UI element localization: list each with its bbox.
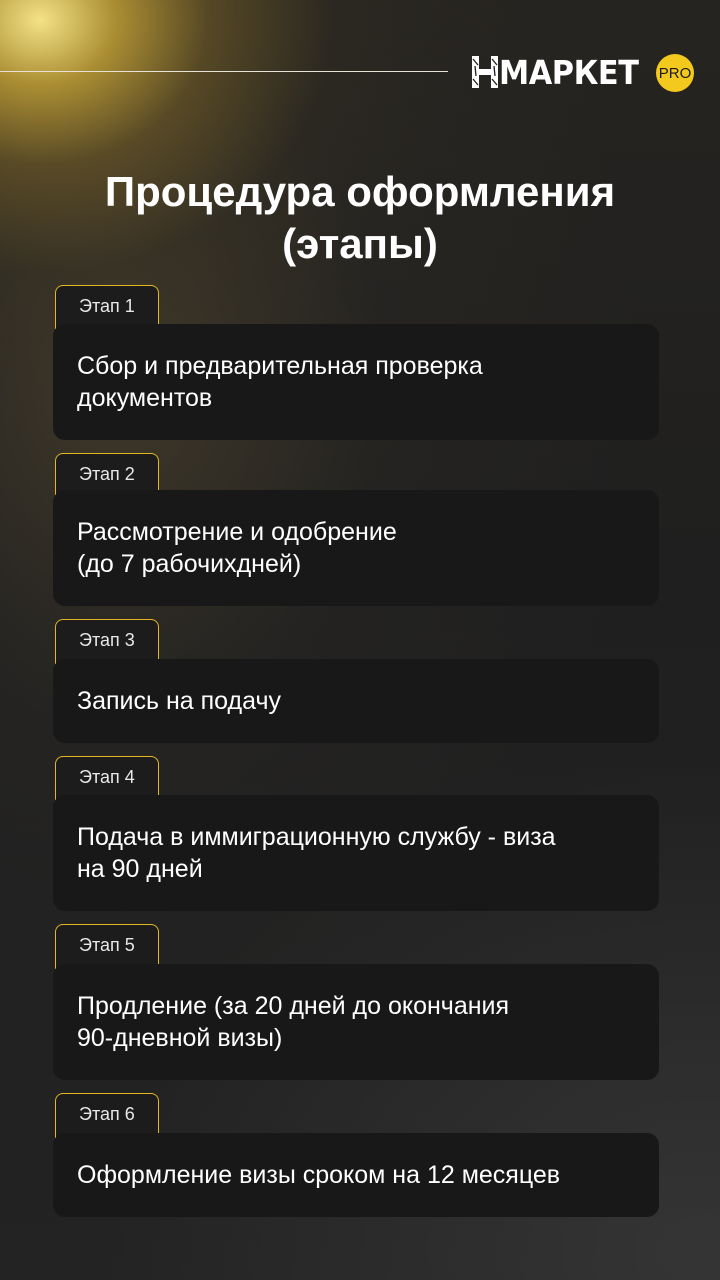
- step-card-2: Рассмотрение и одобрение (до 7 рабочихдн…: [53, 490, 659, 606]
- step-card-4: Подача в иммиграционную службу - виза на…: [53, 795, 659, 911]
- logo-mark-icon: [472, 56, 498, 88]
- step-text-line: Запись на подачу: [77, 687, 281, 715]
- step-text-line: 90-дневной визы): [77, 1024, 283, 1052]
- step-card-1: Сбор и предварительная проверка документ…: [53, 324, 659, 440]
- step-text-2: Рассмотрение и одобрение (до 7 рабочихдн…: [77, 516, 397, 580]
- step-tab-6: Этап 6: [55, 1093, 159, 1139]
- logo-text: МАРКЕТ: [499, 52, 639, 92]
- pro-badge: PRO: [656, 54, 694, 92]
- step-tab-3: Этап 3: [55, 619, 159, 665]
- step-text-line: Продление (за 20 дней до окончания: [77, 992, 510, 1020]
- step-text-line: Подача в иммиграционную службу - виза: [77, 823, 556, 851]
- step-text-5: Продление (за 20 дней до окончания 90-дн…: [77, 990, 509, 1054]
- step-card-3: Запись на подачу: [53, 659, 659, 743]
- step-text-3: Запись на подачу: [77, 685, 281, 717]
- step-text-4: Подача в иммиграционную службу - виза на…: [77, 821, 556, 885]
- brand-logo: МАРКЕТ: [472, 52, 651, 92]
- step-text-line: на 90 дней: [77, 855, 203, 883]
- step-tab-1: Этап 1: [55, 285, 159, 331]
- title-line-2: (этапы): [282, 220, 438, 267]
- step-tab-4: Этап 4: [55, 756, 159, 802]
- step-card-5: Продление (за 20 дней до окончания 90-дн…: [53, 964, 659, 1080]
- step-text-line: документов: [77, 384, 213, 412]
- step-text-6: Оформление визы сроком на 12 месяцев: [77, 1159, 560, 1191]
- step-card-6: Оформление визы сроком на 12 месяцев: [53, 1133, 659, 1217]
- title-line-1: Процедура оформления: [104, 168, 616, 215]
- step-tab-5: Этап 5: [55, 924, 159, 970]
- header-divider: [0, 71, 448, 72]
- step-text-line: Рассмотрение и одобрение: [77, 518, 397, 546]
- step-text-line: Оформление визы сроком на 12 месяцев: [77, 1161, 561, 1189]
- step-text-line: Сбор и предварительная проверка: [77, 352, 483, 380]
- step-text-1: Сбор и предварительная проверка документ…: [77, 350, 483, 414]
- step-text-line: (до 7 рабочихдней): [77, 550, 302, 578]
- page-title: Процедура оформления (этапы): [0, 166, 720, 270]
